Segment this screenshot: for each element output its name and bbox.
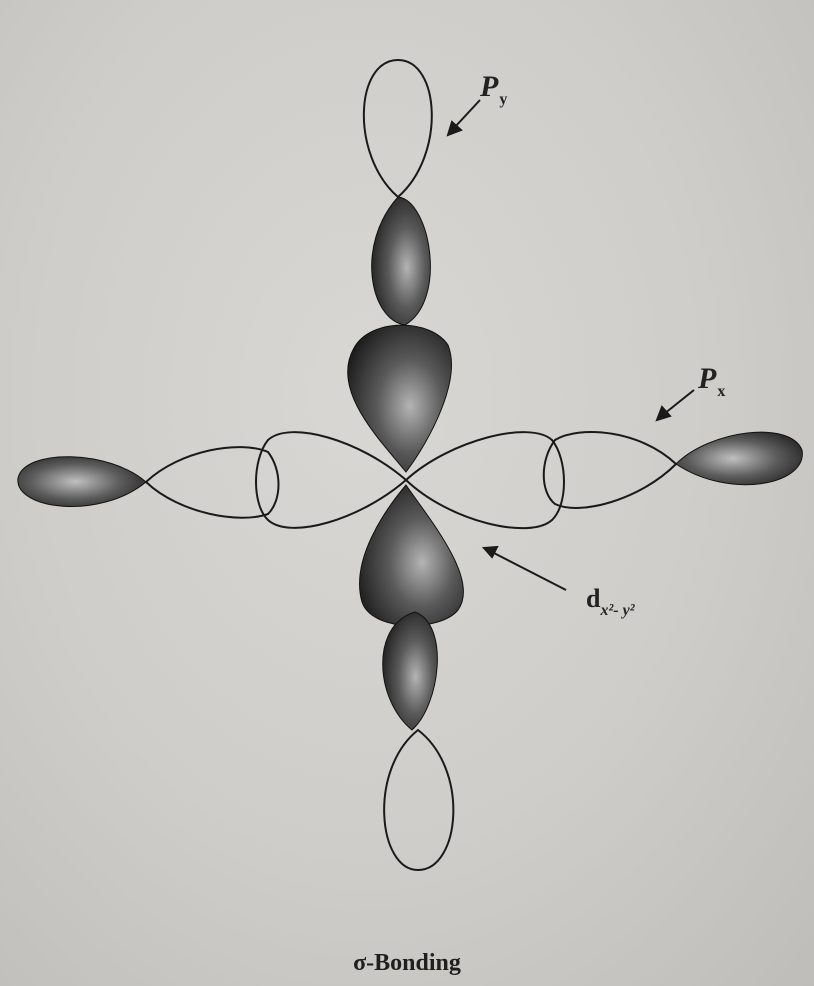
py-shaded-lobe-top [372,197,431,325]
py-arrow [448,100,480,135]
px-label: Px [698,362,725,396]
px-arrow [657,390,694,420]
d-orbital-label-subscript: x²- y² [600,602,634,619]
py-ligand-lobe-bottom [384,730,453,870]
d-orbital-arrow [484,547,566,590]
d-orbital-lobe-right [406,432,564,528]
d-orbital-lobe-top [348,325,452,472]
py-label-subscript: y [499,91,507,108]
py-shaded-lobe-bottom [383,612,438,730]
px-shaded-lobe-left [18,457,146,507]
px-shaded-lobe-right [676,432,802,485]
py-ligand-lobe-top [364,60,432,197]
d-orbital-label: dx²- y² [586,584,635,614]
px-label-subscript: x [717,383,725,400]
py-label: Py [480,70,507,104]
figure-caption: σ-Bonding [0,950,814,977]
d-orbital-lobe-bottom [360,485,464,626]
